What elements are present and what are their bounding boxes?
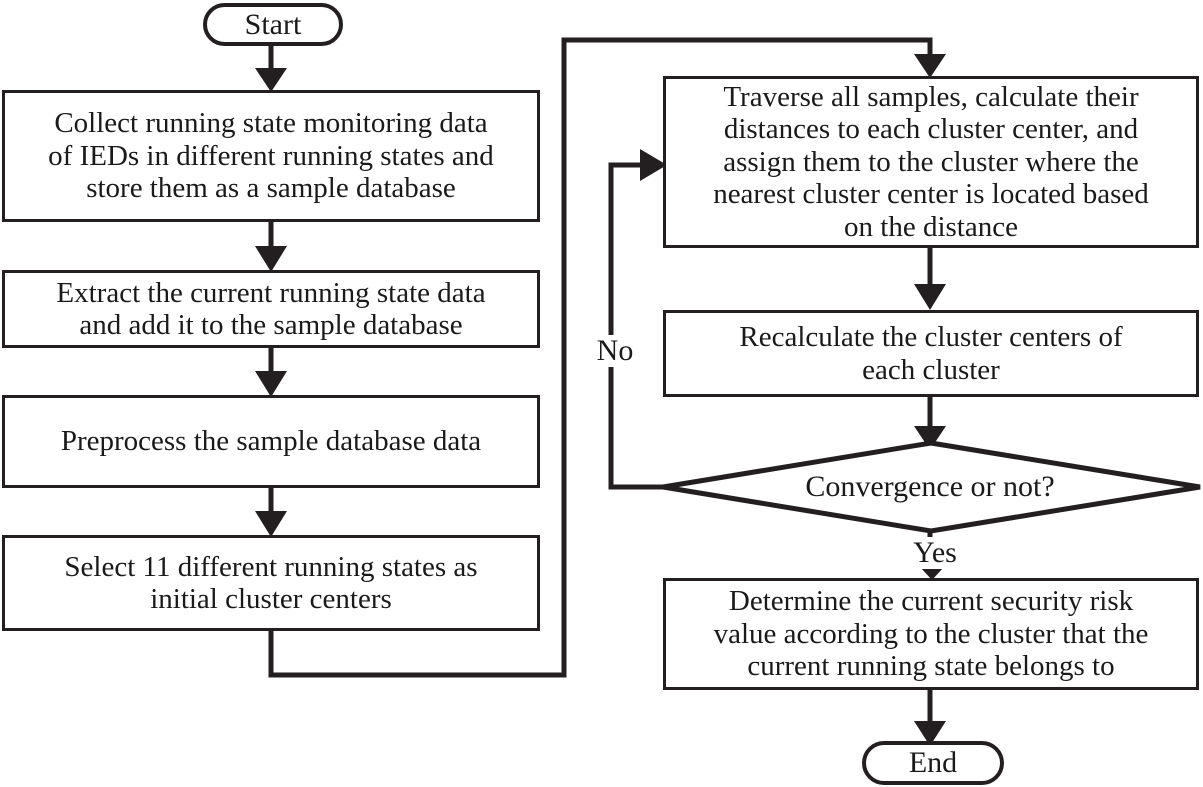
- node-select-centers[interactable]: Select 11 different running states as in…: [2, 535, 540, 631]
- arrowhead-select: [255, 511, 287, 537]
- node-preprocess[interactable]: Preprocess the sample database data: [2, 395, 540, 488]
- node-recalculate[interactable]: Recalculate the cluster centers of each …: [663, 310, 1199, 397]
- node-select-centers-label: Select 11 different running states as in…: [64, 550, 478, 615]
- node-extract-data-label: Extract the current running state data a…: [56, 276, 486, 341]
- arrowhead-preprocess: [255, 371, 287, 397]
- edge-label-no: No: [584, 335, 646, 367]
- edge-label-yes: Yes: [903, 537, 967, 569]
- node-extract-data[interactable]: Extract the current running state data a…: [2, 270, 540, 348]
- node-convergence[interactable]: Convergence or not?: [700, 463, 1160, 511]
- node-end-label: End: [908, 746, 958, 779]
- arrowhead-collect: [255, 68, 287, 92]
- node-preprocess-label: Preprocess the sample database data: [60, 425, 482, 458]
- node-start-label: Start: [244, 7, 302, 41]
- node-determine-risk-label: Determine the current security risk valu…: [713, 585, 1149, 683]
- node-start[interactable]: Start: [203, 3, 343, 46]
- node-convergence-label: Convergence or not?: [805, 470, 1055, 503]
- node-traverse-label: Traverse all samples, calculate their di…: [713, 80, 1149, 243]
- arrowhead-traverse: [914, 54, 946, 78]
- node-traverse[interactable]: Traverse all samples, calculate their di…: [663, 76, 1199, 248]
- node-recalculate-label: Recalculate the cluster centers of each …: [739, 321, 1123, 386]
- arrowhead-extract: [255, 246, 287, 272]
- node-determine-risk[interactable]: Determine the current security risk valu…: [663, 578, 1199, 690]
- node-collect-data[interactable]: Collect running state monitoring data of…: [2, 90, 540, 222]
- node-end[interactable]: End: [862, 741, 1004, 785]
- node-collect-data-label: Collect running state monitoring data of…: [48, 107, 494, 205]
- arrowhead-convergence: [914, 426, 946, 450]
- edge-convergence-no-loop: [608, 162, 663, 490]
- arrowhead-recalculate: [914, 284, 946, 310]
